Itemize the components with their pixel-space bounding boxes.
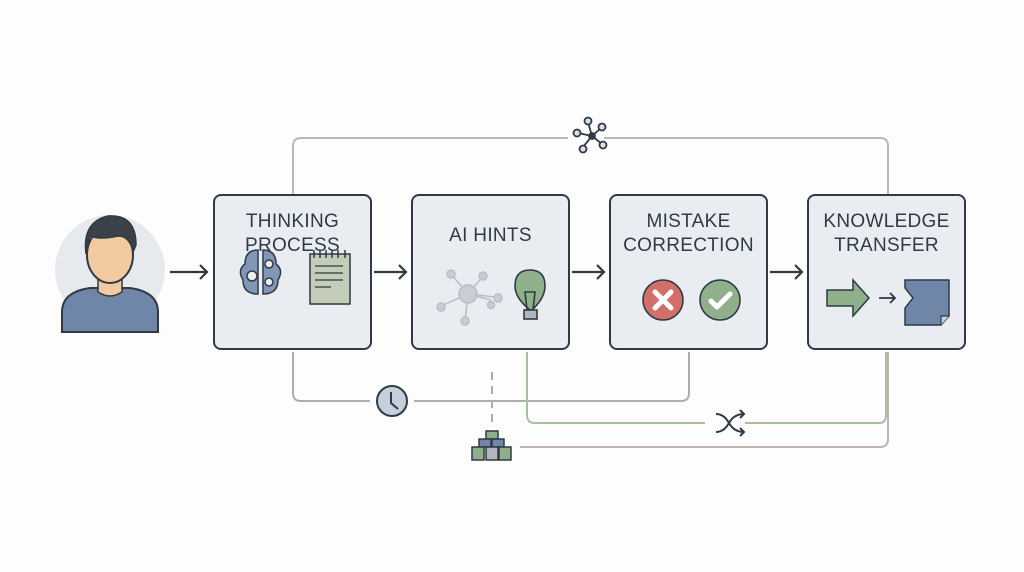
network-graph-icon: [435, 268, 503, 326]
notepad-icon: [308, 249, 351, 305]
correction-icons: [641, 278, 741, 321]
transfer-icons: [825, 277, 950, 326]
stage-ai-hints: AI HINTS: [411, 194, 570, 350]
arrow-user-to-thinking: [170, 264, 209, 280]
arrow-hints-to-mistake: [572, 264, 606, 280]
arrow-mistake-to-knowledge: [770, 264, 804, 280]
green-feedback-line: [526, 352, 887, 424]
document-icon: [903, 278, 950, 326]
shuffle-icon: [715, 409, 746, 437]
stage-mistake-correction: MISTAKE CORRECTION: [609, 194, 768, 350]
flow-arrows: [170, 264, 804, 280]
pink-feedback-line: [520, 352, 889, 448]
big-arrow-icon: [825, 277, 870, 318]
lightbulb-icon: [513, 268, 546, 320]
stage-title: KNOWLEDGE TRANSFER: [823, 211, 950, 256]
arrow-thinking-to-hints: [374, 264, 408, 280]
top-feedback-line: [292, 137, 889, 194]
brain-notepad-icons: [239, 248, 351, 305]
network-icon: [572, 116, 608, 154]
hint-icons: [435, 268, 546, 326]
blocks-icon: [471, 430, 512, 461]
clock-icon: [376, 385, 408, 417]
stage-thinking-process: THINKING PROCESS: [213, 194, 372, 350]
error-x-icon: [641, 278, 684, 321]
user-avatar: [55, 215, 165, 333]
stage-title: AI HINTS: [449, 225, 532, 246]
gray-feedback-line: [292, 352, 690, 402]
check-icon: [698, 278, 741, 321]
stage-title: MISTAKE CORRECTION: [623, 211, 754, 256]
brain-gears-icon: [239, 248, 281, 295]
small-arrow-icon: [878, 291, 896, 304]
stage-knowledge-transfer: KNOWLEDGE TRANSFER: [807, 194, 966, 350]
